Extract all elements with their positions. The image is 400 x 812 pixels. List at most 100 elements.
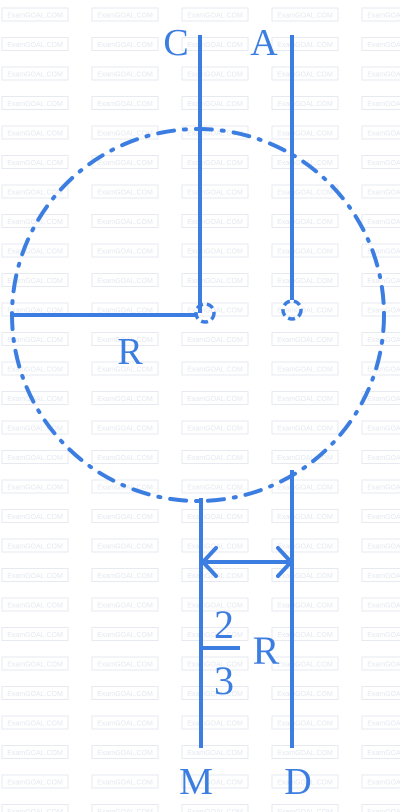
label-d: D: [284, 761, 311, 803]
watermark-tile: [1, 479, 69, 494]
watermark-tile: [1, 273, 69, 287]
watermark-text: ExamGOAL.COM: [367, 131, 400, 138]
watermark-text: ExamGOAL.COM: [367, 72, 400, 79]
watermark-tile: [1, 450, 69, 464]
watermark-tile: [361, 96, 400, 110]
watermark-tile: [91, 273, 159, 287]
watermark-tile: [361, 509, 400, 523]
watermark-tile: [91, 804, 159, 812]
fraction-numerator: 2: [214, 602, 234, 647]
watermark-text: ExamGOAL.COM: [187, 160, 243, 167]
watermark-text: ExamGOAL.COM: [97, 721, 153, 728]
watermark-text: ExamGOAL.COM: [367, 662, 400, 669]
watermark-tile: [361, 538, 400, 553]
watermark-text: ExamGOAL.COM: [97, 308, 153, 315]
watermark-text: ExamGOAL.COM: [7, 514, 63, 521]
watermark-text: ExamGOAL.COM: [7, 750, 63, 757]
watermark-text: ExamGOAL.COM: [277, 691, 333, 698]
watermark-tile: [1, 125, 69, 140]
watermark-tile: [361, 361, 400, 376]
watermark-tile: [361, 214, 400, 228]
watermark-text: ExamGOAL.COM: [7, 632, 63, 639]
watermark-text: ExamGOAL.COM: [97, 396, 153, 403]
watermark-tile: [361, 125, 400, 140]
watermark-text: ExamGOAL.COM: [97, 160, 153, 167]
wire-a-end-marker: [281, 299, 303, 321]
watermark-text: ExamGOAL.COM: [277, 131, 333, 138]
watermark-text: ExamGOAL.COM: [187, 367, 243, 374]
watermark-tile: [271, 332, 339, 346]
watermark-text: ExamGOAL.COM: [7, 219, 63, 226]
watermark-tile: [181, 361, 249, 376]
watermark-text: ExamGOAL.COM: [277, 544, 333, 551]
watermark-text: ExamGOAL.COM: [277, 13, 333, 20]
watermark-text: ExamGOAL.COM: [187, 72, 243, 79]
watermark-tile: [91, 361, 159, 376]
watermark-text: ExamGOAL.COM: [277, 367, 333, 374]
separation-arrow-right-head: [276, 546, 293, 578]
watermark-tile: [91, 37, 159, 51]
watermark-text: ExamGOAL.COM: [97, 514, 153, 521]
watermark-tile: [361, 686, 400, 700]
watermark-tile: [91, 509, 159, 523]
watermark-text: ExamGOAL.COM: [367, 721, 400, 728]
watermark-text: ExamGOAL.COM: [367, 809, 400, 812]
watermark-text: ExamGOAL.COM: [97, 809, 153, 812]
watermark-tile: [91, 214, 159, 228]
watermark-tile: [361, 7, 400, 22]
watermark-tile: [1, 656, 69, 671]
watermark-tile: [271, 302, 339, 317]
label-m: M: [179, 761, 213, 803]
watermark-text: ExamGOAL.COM: [7, 131, 63, 138]
watermark-tile: [1, 538, 69, 553]
watermark-tile: [271, 37, 339, 51]
watermark-tile: [1, 715, 69, 730]
watermark-tile: [1, 774, 69, 789]
watermark-text: ExamGOAL.COM: [7, 13, 63, 20]
watermark-text: ExamGOAL.COM: [7, 367, 63, 374]
watermark-text: ExamGOAL.COM: [7, 721, 63, 728]
watermark-text: ExamGOAL.COM: [187, 396, 243, 403]
watermark-tile: [1, 361, 69, 376]
watermark-text: ExamGOAL.COM: [187, 780, 243, 787]
watermark-tile: [271, 715, 339, 730]
watermark-text: ExamGOAL.COM: [187, 721, 243, 728]
watermark-text: ExamGOAL.COM: [367, 603, 400, 610]
watermark-tile: [91, 66, 159, 81]
watermark-tile: [1, 745, 69, 759]
watermark-tile: [271, 656, 339, 671]
watermark-text: ExamGOAL.COM: [277, 337, 333, 344]
watermark-tile: [361, 597, 400, 612]
watermark-text: ExamGOAL.COM: [97, 219, 153, 226]
watermark-tile: [361, 745, 400, 759]
watermark-text: ExamGOAL.COM: [7, 662, 63, 669]
watermark-text: ExamGOAL.COM: [97, 72, 153, 79]
watermark-tile: [181, 745, 249, 759]
watermark-tile: [271, 155, 339, 169]
watermark-text: ExamGOAL.COM: [367, 544, 400, 551]
watermark-tile: [271, 391, 339, 405]
watermark-tile: [361, 391, 400, 405]
label-radius: R: [117, 331, 143, 373]
watermark-text: ExamGOAL.COM: [277, 42, 333, 49]
watermark-tile: [91, 686, 159, 700]
watermark-text: ExamGOAL.COM: [7, 455, 63, 462]
watermark-tile: [1, 332, 69, 346]
watermark-tile: [271, 450, 339, 464]
watermark-text: ExamGOAL.COM: [97, 42, 153, 49]
watermark-text: ExamGOAL.COM: [187, 249, 243, 256]
watermark-text: ExamGOAL.COM: [187, 662, 243, 669]
watermark-tile: [271, 568, 339, 582]
watermark-text: ExamGOAL.COM: [7, 780, 63, 787]
watermark-text: ExamGOAL.COM: [187, 809, 243, 812]
separation-arrow-left-head: [201, 546, 218, 578]
watermark-tile: [181, 273, 249, 287]
watermark-text: ExamGOAL.COM: [97, 278, 153, 285]
watermark-tile: [181, 243, 249, 258]
watermark-tile: [91, 568, 159, 582]
watermark-text: ExamGOAL.COM: [277, 455, 333, 462]
watermark-tile: [181, 420, 249, 435]
watermark-tile: [1, 184, 69, 199]
watermark-tile: [91, 184, 159, 199]
watermark-tile: [181, 509, 249, 523]
